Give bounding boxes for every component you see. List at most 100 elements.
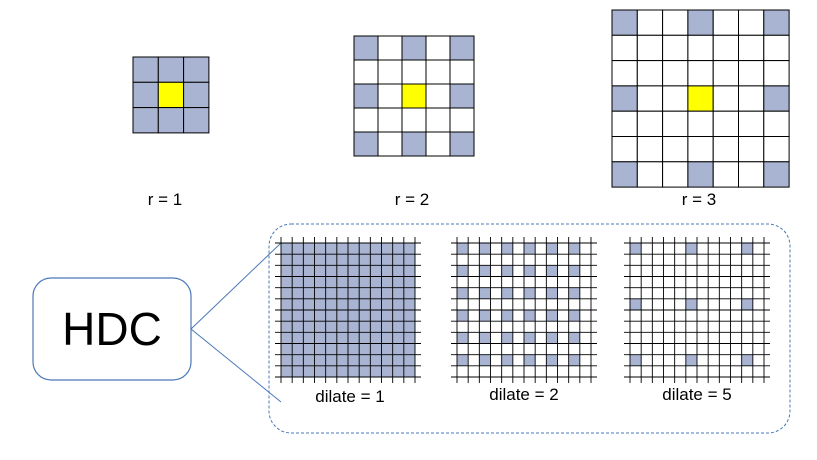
sampled-cell [336,265,348,277]
sampled-cell [281,254,293,266]
sampled-cell [292,310,304,322]
sampled-cell [381,321,393,333]
sampled-cell [392,365,404,377]
sampled-cell [314,276,326,288]
grid-cell [377,83,403,109]
center-cell [157,81,185,109]
sampled-cell [381,343,393,355]
sampled-cell [457,310,469,322]
grid-cell [425,131,451,157]
sampled-cell [381,365,393,377]
sampled-cell [392,243,404,255]
sampled-cell [348,276,360,288]
grid-cell [738,34,765,62]
sampled-cell [325,321,337,333]
sampled-cell [403,287,415,299]
grid-cell [662,136,689,163]
sampled-cell [303,354,315,366]
grid-cell [353,131,379,157]
grid-cell [763,60,790,87]
sampled-cell [741,354,753,366]
sampled-cell [403,298,415,310]
sampled-cell [303,332,315,344]
grid-r2 [353,35,475,157]
grid-cell [662,34,689,62]
sampled-cell [292,332,304,344]
sampled-cell [457,265,469,277]
sampled-cell [524,265,536,277]
sampled-cell [359,276,371,288]
grid-r3 [611,9,790,188]
grid-cell [712,9,740,36]
sampled-cell [348,365,360,377]
sampled-cell [303,276,315,288]
sampled-cell [314,365,326,377]
sampled-cell [314,321,326,333]
sampled-cell [546,332,558,344]
grid-cell [712,110,740,137]
sampled-cell [348,332,360,344]
sampled-cell [292,321,304,333]
sampled-cell [281,287,293,299]
sampled-cell [381,287,393,299]
sampled-cell [479,354,491,366]
grid-cell [636,9,664,36]
label-dilate-5: dilate = 5 [662,385,731,404]
sampled-cell [348,321,360,333]
grid-cell [738,110,765,137]
sampled-cell [546,287,558,299]
grid-cell [611,136,638,163]
sampled-cell [292,243,304,255]
grid-cell [687,161,714,188]
sampled-cell [292,287,304,299]
sampled-cell [325,265,337,277]
grid-cell [712,161,740,188]
sampled-cell [325,276,337,288]
grid-cell [738,161,765,188]
grid-cell [763,136,790,163]
grid-cell [636,34,664,62]
sampled-cell [281,354,293,366]
sampled-cell [314,265,326,277]
sampled-cell [524,287,536,299]
grid-cell [763,9,790,36]
sampled-cell [303,321,315,333]
sampled-cell [546,265,558,277]
sampled-cell [325,332,337,344]
grid-cell [712,136,740,163]
sampled-cell [281,265,293,277]
sampled-cell [381,310,393,322]
sampled-cell [457,243,469,255]
sampled-cell [370,321,382,333]
sampled-cell [392,298,404,310]
sampled-cell [359,265,371,277]
sampled-cell [314,287,326,299]
label-r3: r = 3 [682,190,717,209]
grid-cell [636,60,664,87]
label-r2: r = 2 [395,190,430,209]
sampled-cell [546,243,558,255]
sampled-cell [392,310,404,322]
sampled-cell [325,365,337,377]
grid-cell [377,107,403,133]
grid-cell [353,59,379,85]
sampled-cell [314,343,326,355]
sampled-cell [381,354,393,366]
sampled-cell [392,254,404,266]
grid-cell [425,59,451,85]
sampled-cell [370,254,382,266]
sampled-cell [479,243,491,255]
grid-cell [611,161,638,188]
sampled-cell [348,354,360,366]
sampled-cell [630,298,642,310]
sampled-cell [292,354,304,366]
sampled-cell [336,332,348,344]
grid-cell [662,161,689,188]
sampled-cell [392,343,404,355]
label-dilate-2: dilate = 2 [489,385,558,404]
sampled-cell [370,354,382,366]
grid-cell [687,110,714,137]
sampled-cell [292,343,304,355]
grid-cell [425,107,451,133]
